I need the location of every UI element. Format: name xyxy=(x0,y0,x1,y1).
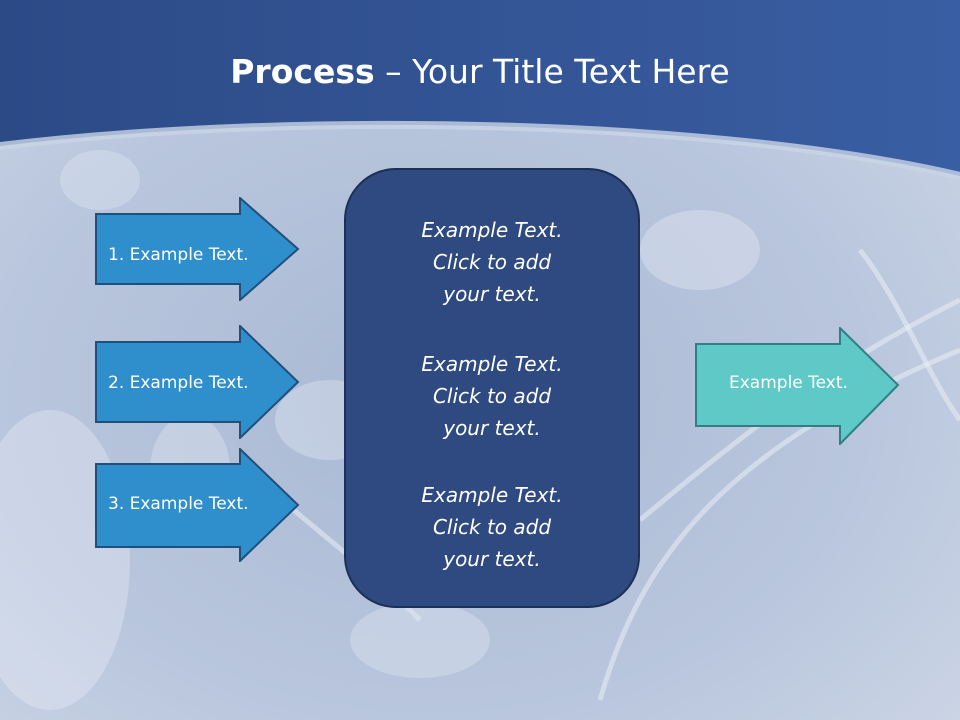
center-line: Click to add xyxy=(432,384,552,408)
left-arrow-label: 1. Example Text. xyxy=(108,245,249,265)
center-line: Click to add xyxy=(432,250,552,274)
center-line: your text. xyxy=(443,416,541,440)
center-line: Example Text. xyxy=(421,218,563,242)
center-text-block: Example Text. Click to add your text. xyxy=(346,214,638,310)
right-arrow[interactable]: Example Text. xyxy=(695,327,900,445)
slide-title: Process – Your Title Text Here xyxy=(0,52,960,91)
center-line: your text. xyxy=(443,282,541,306)
left-arrow-1[interactable]: 1. Example Text. xyxy=(95,197,300,301)
left-arrow-3[interactable]: 3. Example Text. xyxy=(95,448,300,562)
arrow-shape xyxy=(695,327,900,445)
title-bold: Process xyxy=(230,52,375,91)
center-line: Click to add xyxy=(432,515,552,539)
center-text-block: Example Text. Click to add your text. xyxy=(346,348,638,444)
arrow-shape xyxy=(95,325,300,439)
left-arrow-label: 2. Example Text. xyxy=(108,373,249,393)
right-arrow-label: Example Text. xyxy=(729,373,848,393)
arrow-shape xyxy=(95,197,300,301)
title-rest: – Your Title Text Here xyxy=(374,52,730,91)
arrow-shape xyxy=(95,448,300,562)
center-text-box[interactable]: Example Text. Click to add your text. Ex… xyxy=(344,168,640,608)
center-line: your text. xyxy=(443,547,541,571)
center-text-block: Example Text. Click to add your text. xyxy=(346,479,638,575)
left-arrow-label: 3. Example Text. xyxy=(108,494,249,514)
center-line: Example Text. xyxy=(421,483,563,507)
left-arrow-2[interactable]: 2. Example Text. xyxy=(95,325,300,439)
center-line: Example Text. xyxy=(421,352,563,376)
